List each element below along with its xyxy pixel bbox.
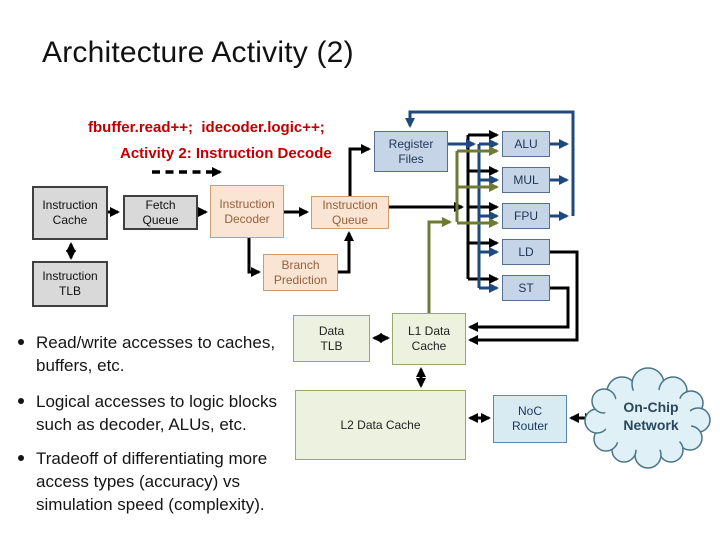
box-st: ST [502,275,550,301]
box-ld: LD [502,239,550,265]
box-alu: ALU [502,131,550,157]
box-l1-data-cache: L1 Data Cache [392,313,466,365]
arrow-iqueue-to-regfiles [348,144,371,196]
box-instruction-decoder: Instruction Decoder [210,185,284,238]
box-data-tlb: Data TLB [293,315,370,362]
box-register-files: Register Files [374,131,448,172]
box-mul: MUL [502,167,550,193]
arrow-decoder-to-branchpred [247,238,261,277]
arrow-l1cache-to-trunk [427,217,452,313]
box-instruction-tlb: Instruction TLB [32,261,108,307]
bullet-item-2: Logical accesses to logic blocks such as… [14,390,302,436]
bullet-icon [18,398,24,404]
bullet-item-1: Read/write accesses to caches, buffers, … [14,331,302,377]
box-l2-data-cache: L2 Data Cache [295,390,466,460]
box-fetch-queue: Fetch Queue [123,195,198,230]
box-instruction-queue: Instruction Queue [311,196,389,229]
box-noc-router: NoC Router [493,395,567,443]
arrow-branchpred-to-iqueue [338,231,354,274]
bullet-item-3: Tradeoff of differentiating more access … [14,447,302,516]
box-fpu: FPU [502,203,550,229]
activity-code-text: fbuffer.read++; idecoder.logic++; [88,119,325,136]
box-instruction-cache: Instruction Cache [32,186,108,240]
box-branch-prediction: Branch Prediction [263,254,338,291]
bullet-icon [18,339,24,345]
on-chip-network-label: On-Chip Network [623,399,679,434]
olive-arrows [427,146,499,313]
activity-label: Activity 2: Instruction Decode [120,145,332,162]
bullet-icon [18,455,24,461]
page-title: Architecture Activity (2) [42,36,354,69]
